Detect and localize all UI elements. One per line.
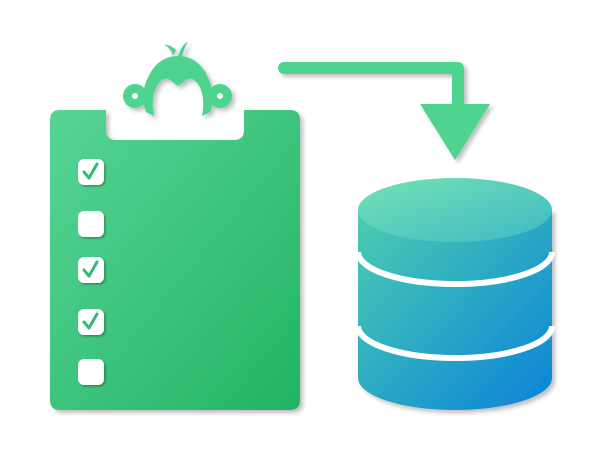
checklist-item bbox=[78, 211, 272, 237]
arrow-icon bbox=[278, 62, 490, 160]
checklist-item bbox=[78, 359, 272, 385]
checkmark-icon bbox=[82, 260, 99, 278]
checklist-item bbox=[78, 257, 272, 286]
database-icon bbox=[355, 178, 555, 410]
checkbox bbox=[78, 359, 104, 385]
checklist-item bbox=[78, 159, 272, 187]
monkey-logo-icon bbox=[123, 42, 232, 116]
checklist-item bbox=[78, 309, 272, 336]
checklist bbox=[78, 159, 272, 385]
checkmark-icon bbox=[82, 312, 99, 330]
checkbox bbox=[78, 211, 104, 237]
checkmark-icon bbox=[82, 162, 99, 180]
clipboard bbox=[50, 110, 300, 410]
